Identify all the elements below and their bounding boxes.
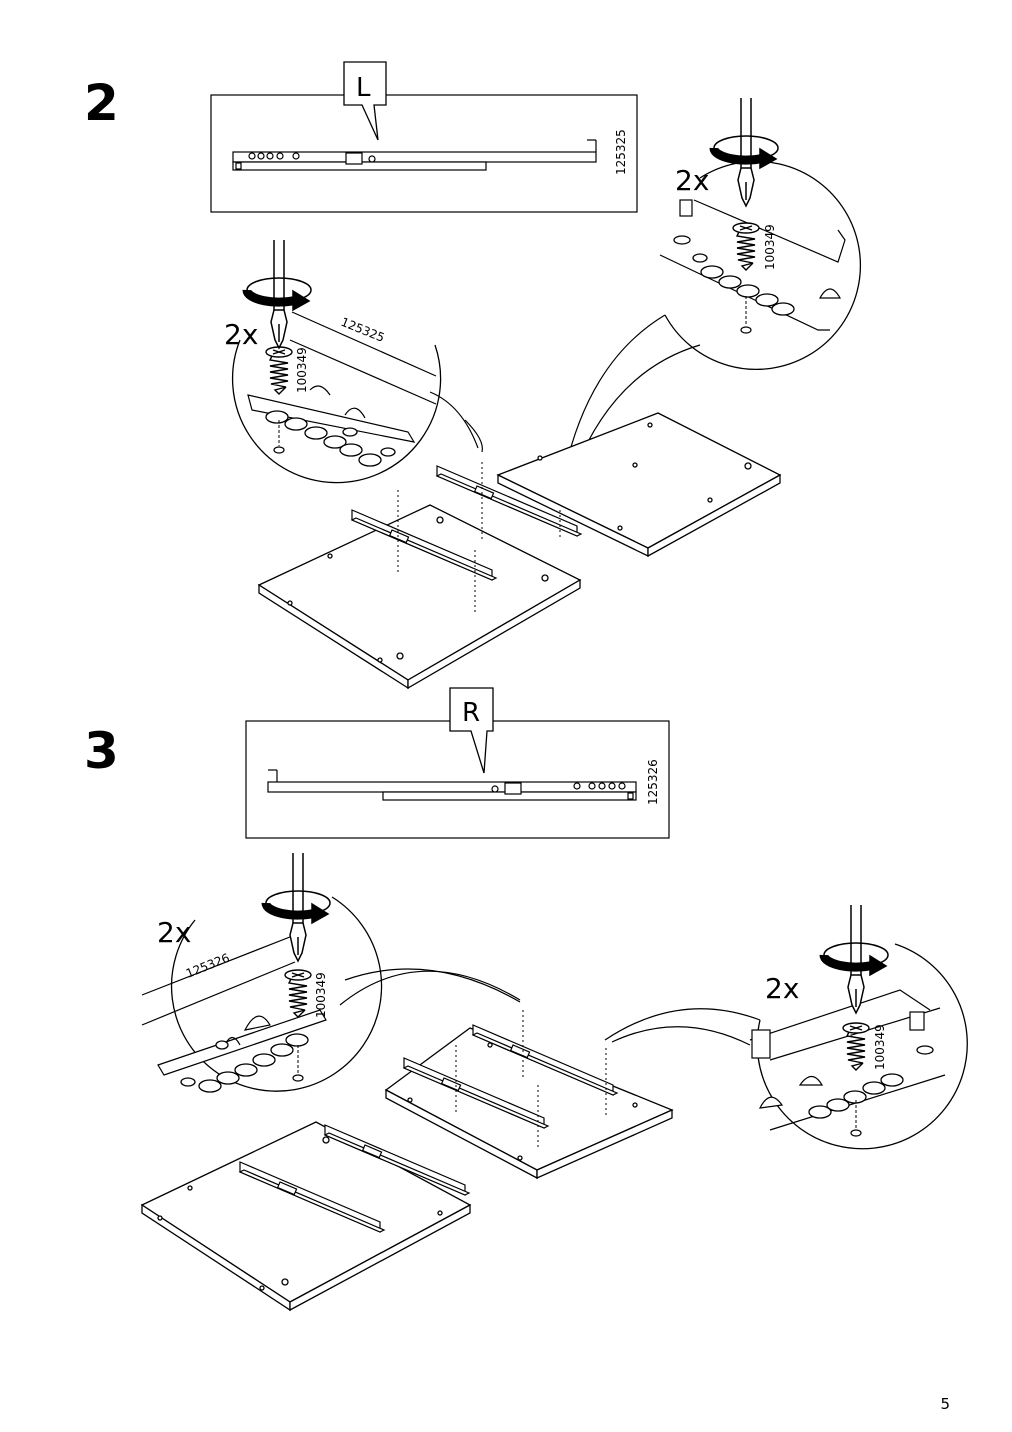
- page-number: 5: [940, 1395, 950, 1413]
- rail-label-detail-3-left: 125326: [184, 951, 232, 981]
- step-number-2: 2: [84, 74, 119, 132]
- screw-quantity-3-right: 2x: [765, 972, 799, 1005]
- side-label-r: R: [462, 698, 480, 728]
- screw-label-detail-3-left: 100349: [314, 972, 328, 1018]
- detail-circle-right-3: [604, 905, 968, 1150]
- drawer-panel-3-upper: [384, 1027, 674, 1180]
- rail-callout-box-r: [245, 687, 670, 839]
- detail-circle-left-2: [231, 240, 483, 484]
- screw-quantity-3-left: 2x: [157, 916, 191, 949]
- drawer-panel-2-back: [496, 412, 782, 558]
- drawer-panel-2-front: [257, 504, 582, 690]
- detail-circle-left-3: [141, 853, 521, 1093]
- screw-quantity-2-right: 2x: [675, 164, 709, 197]
- rail-callout-box-l: [210, 61, 638, 213]
- screw-quantity-2-left: 2x: [224, 318, 258, 351]
- drawer-panel-3-lower: [140, 1121, 472, 1312]
- rail-part-number-125326: 125326: [646, 759, 660, 805]
- rail-part-number-125325: 125325: [614, 129, 628, 175]
- screw-label-detail-3-right: 100349: [873, 1024, 887, 1070]
- side-label-l: L: [356, 73, 371, 103]
- screw-label-detail-2-left: 100349: [295, 347, 309, 393]
- rail-label-detail-2-left: 125325: [339, 315, 387, 345]
- detail-circle-right-2: [564, 98, 861, 471]
- screw-label-detail-2-right: 100349: [763, 224, 777, 270]
- step-number-3: 3: [84, 722, 119, 780]
